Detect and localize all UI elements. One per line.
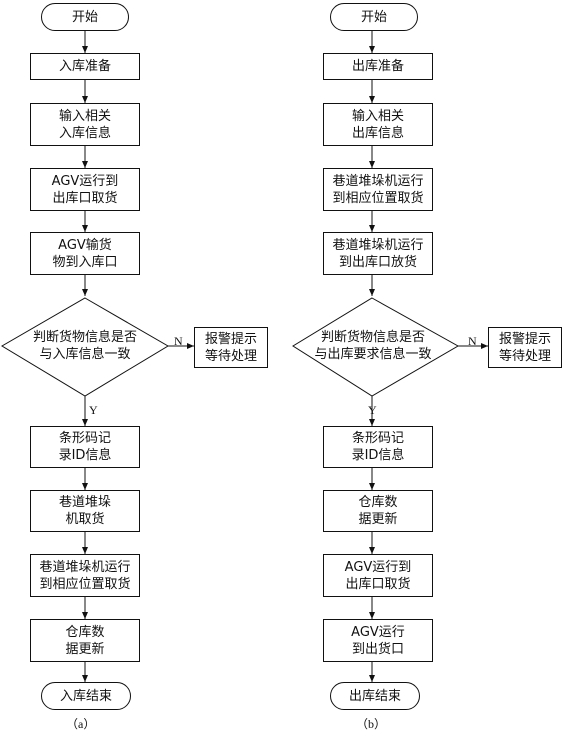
flow-b-step-7: AGV运行到 出库口取货 <box>323 554 433 597</box>
flow-a-yes-label: Y <box>89 403 98 417</box>
flow-a-step-3: AGV运行到 出库口取货 <box>30 168 140 211</box>
flow-b-decision-text: 判断货物信息是否 与出库要求信息一致 <box>314 330 432 362</box>
flow-b-step-6: 仓库数 据更新 <box>323 490 433 532</box>
flow-a-caption: （a） <box>66 717 96 731</box>
flow-a-arrows <box>82 31 194 682</box>
flow-b-step-5: 条形码记 录ID信息 <box>323 426 433 468</box>
flow-b-alarm-box: 报警提示 等待处理 <box>488 327 562 368</box>
flow-a-step-2: 输入相关 入库信息 <box>30 103 140 146</box>
flow-a-no-label: N <box>174 334 183 348</box>
flow-a-step-7: 巷道堆垛机运行 到相应位置取货 <box>30 554 140 597</box>
flow-a-step-8: 仓库数 据更新 <box>30 619 140 662</box>
flow-b-arrows <box>369 31 488 682</box>
flow-a-alarm-box: 报警提示 等待处理 <box>194 327 268 368</box>
flow-b-step-2: 输入相关 出库信息 <box>323 103 433 146</box>
flow-a-step-4: AGV输货 物到入库口 <box>30 232 140 275</box>
flow-a-decision-text: 判断货物信息是否 与入库信息一致 <box>32 330 137 362</box>
flow-a-end-terminal: 入库结束 <box>41 682 131 710</box>
flow-b-decision-diamond <box>292 297 460 397</box>
flow-a-step-5: 条形码记 录ID信息 <box>30 426 140 468</box>
flow-a-step-6: 巷道堆垛 机取货 <box>30 490 140 532</box>
flow-a-step-1: 入库准备 <box>30 53 140 80</box>
flow-b-step-1: 出库准备 <box>323 53 433 80</box>
flow-b-caption: （b） <box>356 717 387 731</box>
flow-b-yes-label: Y <box>368 403 377 417</box>
flow-b-end-terminal: 出库结束 <box>330 682 420 710</box>
flow-b-step-3: 巷道堆垛机运行 到相应位置取货 <box>323 168 433 211</box>
flow-a-decision-diamond <box>1 297 169 397</box>
flow-b-no-label: N <box>468 334 477 348</box>
flow-b-start-terminal: 开始 <box>330 3 418 31</box>
flow-b-step-4: 巷道堆垛机运行 到出库口放货 <box>323 232 433 275</box>
flow-b-step-8: AGV运行 到出货口 <box>323 619 433 662</box>
flow-a-start-terminal: 开始 <box>41 3 129 31</box>
